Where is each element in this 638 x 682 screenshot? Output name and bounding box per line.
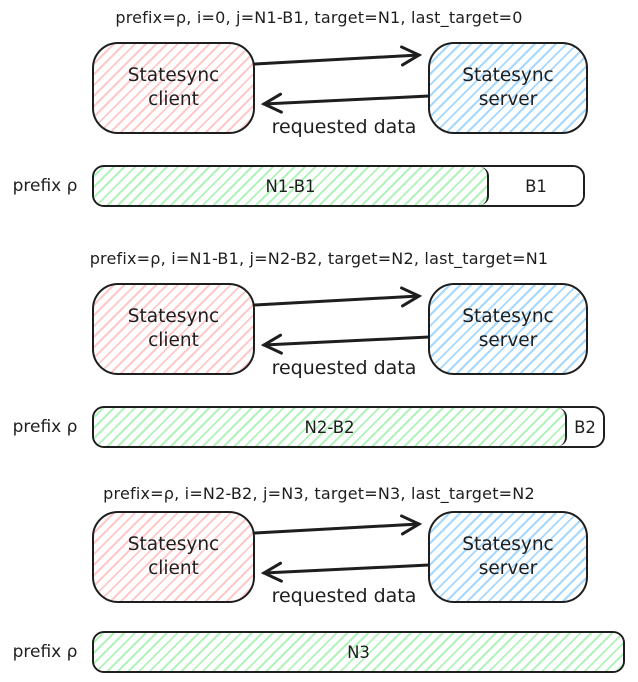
pending-range-segment: B1 — [489, 167, 583, 205]
response-arrow-label: requested data — [271, 585, 417, 607]
exchange-arrows — [253, 514, 431, 583]
exchange-arrows — [253, 45, 431, 114]
statesync-client-box: Statesync client — [92, 511, 255, 603]
synced-range-segment: N1-B1 — [94, 167, 489, 205]
sync-progress-bar: N1-B1 B1 — [92, 165, 585, 207]
response-arrow-label: requested data — [271, 357, 417, 379]
exchange-arrows — [253, 286, 431, 355]
client-label-line1: Statesync — [127, 533, 220, 555]
response-arrow — [260, 92, 431, 114]
sync-round-1: prefix=ρ, i=0, j=N1-B1, target=N1, last_… — [0, 8, 638, 214]
server-label-line1: Statesync — [462, 533, 554, 555]
server-label-line1: Statesync — [462, 305, 554, 327]
statesync-server-box: Statesync server — [428, 283, 588, 375]
statesync-client-box: Statesync client — [92, 283, 255, 375]
statesync-client-box: Statesync client — [92, 42, 255, 134]
request-arrow — [253, 286, 423, 308]
server-label-line2: server — [478, 558, 538, 579]
request-arrow — [253, 514, 423, 536]
response-arrow-label: requested data — [271, 116, 417, 138]
sync-round-3: prefix=ρ, i=N2-B2, j=N3, target=N3, last… — [0, 484, 638, 680]
server-label-line2: server — [478, 330, 538, 351]
client-server-exchange: Statesync client Statesync server reques… — [0, 42, 638, 138]
synced-range-segment: N2-B2 — [94, 408, 567, 446]
round-params-caption: prefix=ρ, i=N2-B2, j=N3, target=N3, last… — [103, 484, 535, 503]
client-server-exchange: Statesync client Statesync server reques… — [0, 283, 638, 379]
pending-range-segment: B2 — [567, 408, 603, 446]
sync-progress-row: prefix ρ N1-B1 B1 — [0, 165, 638, 209]
response-arrow — [260, 561, 431, 583]
round-params-caption: prefix=ρ, i=N1-B1, j=N2-B2, target=N2, l… — [89, 249, 549, 268]
client-label-line1: Statesync — [127, 64, 220, 86]
round-params-caption: prefix=ρ, i=0, j=N1-B1, target=N1, last_… — [115, 8, 523, 27]
client-label-line2: client — [148, 330, 199, 351]
synced-range-segment: N3 — [94, 633, 623, 671]
sync-progress-bar: N2-B2 B2 — [92, 406, 605, 448]
client-label-line2: client — [148, 558, 199, 579]
client-server-exchange: Statesync client Statesync server reques… — [0, 511, 638, 607]
sync-round-2: prefix=ρ, i=N1-B1, j=N2-B2, target=N2, l… — [0, 249, 638, 455]
statesync-server-box: Statesync server — [428, 42, 588, 134]
prefix-label: prefix ρ — [12, 417, 78, 437]
server-label-line1: Statesync — [462, 64, 554, 86]
client-label-line1: Statesync — [127, 305, 220, 327]
server-label-line2: server — [478, 89, 538, 110]
statesync-server-box: Statesync server — [428, 511, 588, 603]
sync-progress-bar: N3 — [92, 631, 625, 673]
sync-progress-row: prefix ρ N3 — [0, 631, 638, 675]
prefix-label: prefix ρ — [12, 642, 78, 662]
response-arrow — [260, 333, 431, 355]
client-label-line2: client — [148, 89, 199, 110]
sync-progress-row: prefix ρ N2-B2 B2 — [0, 406, 638, 450]
prefix-label: prefix ρ — [12, 176, 78, 196]
request-arrow — [253, 45, 423, 67]
